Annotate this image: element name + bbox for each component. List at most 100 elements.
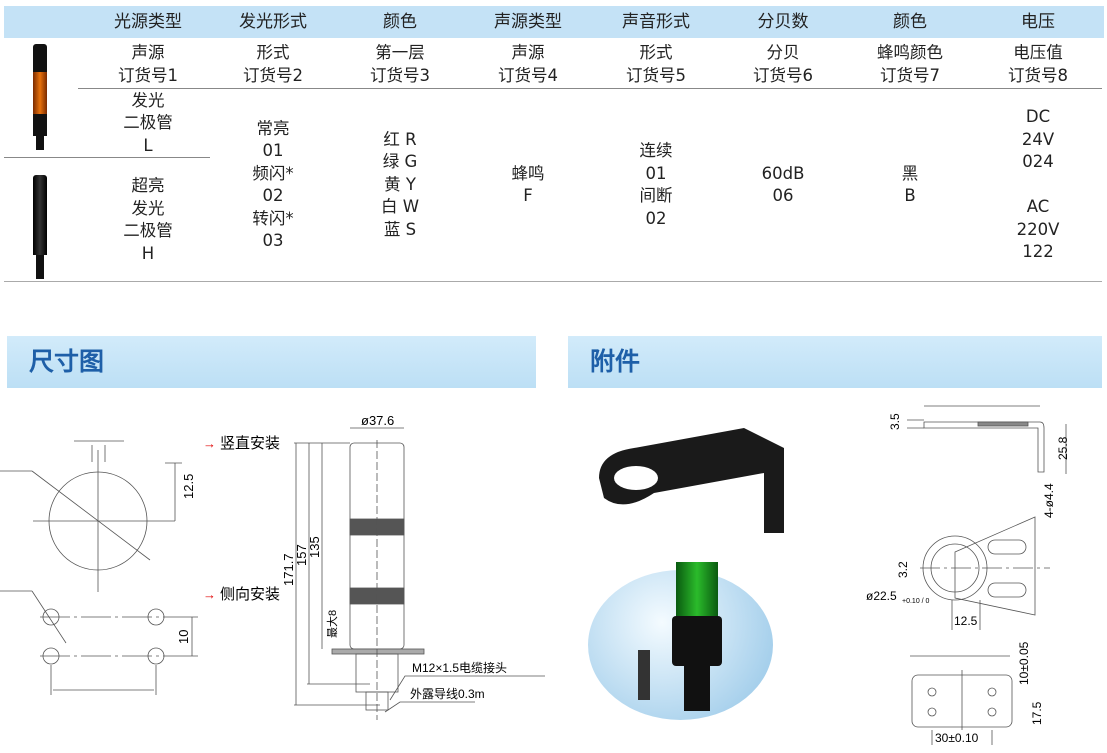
order-code-decibel: 分贝订货号6 bbox=[721, 42, 845, 87]
header-sound-type: 声源类型 bbox=[494, 12, 562, 32]
header-voltage: 电压 bbox=[1021, 12, 1055, 32]
cell-line: 常亮 bbox=[256, 118, 290, 138]
code-line: 订货号1 bbox=[118, 65, 178, 85]
dim-22-5: ø22.5 bbox=[866, 589, 897, 603]
connector-label: M12×1.5电缆接头 bbox=[412, 660, 507, 675]
holes-label: 4-ø4.4 bbox=[1042, 483, 1056, 518]
order-code-sound-type: 声源订货号4 bbox=[466, 42, 590, 87]
cell-line: 蓝 S bbox=[383, 219, 417, 239]
cell-line: 黄 Y bbox=[384, 174, 416, 194]
cell-line: 03 bbox=[262, 231, 284, 250]
light-type-option: 超亮发光二极管 H bbox=[86, 160, 210, 280]
cell-line: 220V bbox=[1016, 219, 1060, 239]
code-line: 第一层 bbox=[375, 43, 425, 62]
diameter-label: ø37.6 bbox=[361, 413, 394, 428]
cell-line bbox=[976, 174, 1100, 197]
code-line: 订货号3 bbox=[370, 65, 430, 85]
cell-line: 122 bbox=[1022, 242, 1054, 262]
header-decibel: 分贝数 bbox=[757, 12, 809, 32]
mounted-product-photo bbox=[588, 562, 773, 720]
cell-line: 转闪* bbox=[252, 208, 294, 228]
cell-line: 连续 bbox=[639, 141, 673, 160]
code-line: 订货号8 bbox=[1008, 65, 1068, 85]
tolerance-label: +0.10 / 0 bbox=[902, 598, 930, 605]
code-line: 声源 bbox=[131, 43, 165, 62]
cell-line: 60dB bbox=[761, 163, 805, 183]
section-dimensions: 尺寸图 bbox=[7, 336, 536, 388]
order-code-light-type: 声源订货号1 bbox=[86, 42, 210, 87]
header-light-type: 光源类型 bbox=[114, 12, 182, 32]
code-line: 订货号5 bbox=[626, 65, 686, 85]
led-product-image bbox=[33, 44, 47, 150]
cell-line: AC bbox=[1026, 197, 1050, 217]
header-buzzer-color: 颜色 bbox=[893, 12, 927, 32]
dim-17-5: 17.5 bbox=[1030, 701, 1044, 725]
bracket-photo bbox=[594, 418, 790, 538]
code-line: 订货号2 bbox=[243, 65, 303, 85]
cell-light-form: 常亮 01 频闪* 02 转闪* 03 bbox=[211, 90, 335, 280]
cell-sound-form: 连续 01 间断 02 bbox=[594, 90, 718, 280]
cell-line: 24V bbox=[1021, 129, 1055, 149]
dim-12-5: 12.5 bbox=[181, 474, 196, 499]
cell-line: 绿 G bbox=[382, 152, 418, 172]
arrow-icon: → bbox=[203, 436, 216, 451]
vertical-mount-label: 竖直安装 bbox=[220, 435, 280, 452]
cell-line: B bbox=[904, 186, 916, 205]
code-line: 形式 bbox=[639, 43, 673, 62]
dim-3-2: 3.2 bbox=[896, 561, 910, 578]
header-sound-form: 声音形式 bbox=[622, 12, 690, 32]
dim-12-5b: 12.5 bbox=[954, 614, 978, 628]
side-mount-label: 侧向安装 bbox=[220, 586, 280, 603]
code-line: 订货号6 bbox=[753, 65, 813, 85]
height-135: 135 bbox=[307, 536, 322, 558]
cell-line: 间断 bbox=[639, 186, 673, 205]
cell-line: 发光 bbox=[131, 90, 165, 110]
cell-sound-type: 蜂鸣 F bbox=[466, 90, 590, 280]
cell-line: 超亮 bbox=[131, 176, 165, 195]
cell-line: H bbox=[141, 243, 155, 263]
code-line: 蜂鸣颜色 bbox=[877, 43, 943, 62]
code-line: 订货号4 bbox=[498, 65, 558, 85]
cell-line: 01 bbox=[645, 163, 667, 183]
order-code-color: 第一层订货号3 bbox=[338, 42, 462, 87]
cell-decibel: 60dB 06 bbox=[721, 90, 845, 280]
table-header-bar bbox=[4, 6, 1104, 38]
header-color: 颜色 bbox=[383, 12, 417, 32]
order-code-sound-form: 形式订货号5 bbox=[594, 42, 718, 87]
order-code-voltage: 电压值订货号8 bbox=[976, 42, 1100, 87]
cell-line: 频闪* bbox=[252, 163, 294, 183]
mounting-hole-drawing: 12.5 10 → 竖直安装 → 侧向安装 ø37.6 171.7 157 13… bbox=[0, 413, 545, 720]
cell-line: 06 bbox=[772, 186, 794, 205]
order-code-buzzer-color: 蜂鸣颜色订货号7 bbox=[848, 42, 972, 87]
header-light-form: 发光形式 bbox=[239, 12, 307, 32]
dim-30: 30±0.10 bbox=[935, 731, 979, 745]
cell-line: F bbox=[523, 186, 533, 205]
arrow-icon: → bbox=[203, 587, 216, 602]
cell-line: 01 bbox=[262, 141, 284, 160]
cell-line: 白 W bbox=[380, 197, 420, 217]
cell-line: 发光 bbox=[131, 198, 165, 218]
cell-line: DC bbox=[1025, 107, 1051, 127]
code-line: 电压值 bbox=[1013, 43, 1063, 62]
code-line: 声源 bbox=[511, 43, 545, 62]
super-bright-product-image bbox=[33, 175, 47, 281]
section-accessories: 附件 bbox=[568, 336, 1102, 388]
dim-25-8: 25.8 bbox=[1056, 436, 1070, 460]
cell-line: 蜂鸣 bbox=[511, 163, 545, 183]
cell-line: 02 bbox=[262, 186, 284, 205]
cell-line: 02 bbox=[645, 208, 667, 228]
cell-line: 二极管 bbox=[123, 221, 173, 240]
code-line: 分贝 bbox=[766, 43, 800, 62]
order-code-light-form: 形式订货号2 bbox=[211, 42, 335, 87]
code-line: 形式 bbox=[256, 43, 290, 62]
bracket-drawing: 3.5 25.8 4-ø4.4 3.2 ø22.5 +0.10 / 0 12.5… bbox=[866, 405, 1070, 745]
wire-label: 外露导线0.3m bbox=[410, 687, 485, 701]
code-line: 订货号7 bbox=[880, 65, 940, 85]
max-8-label: 最大8 bbox=[325, 610, 339, 638]
cell-line: L bbox=[143, 135, 153, 155]
cell-line: 黑 bbox=[901, 163, 919, 183]
cell-line: 红 R bbox=[383, 129, 417, 149]
